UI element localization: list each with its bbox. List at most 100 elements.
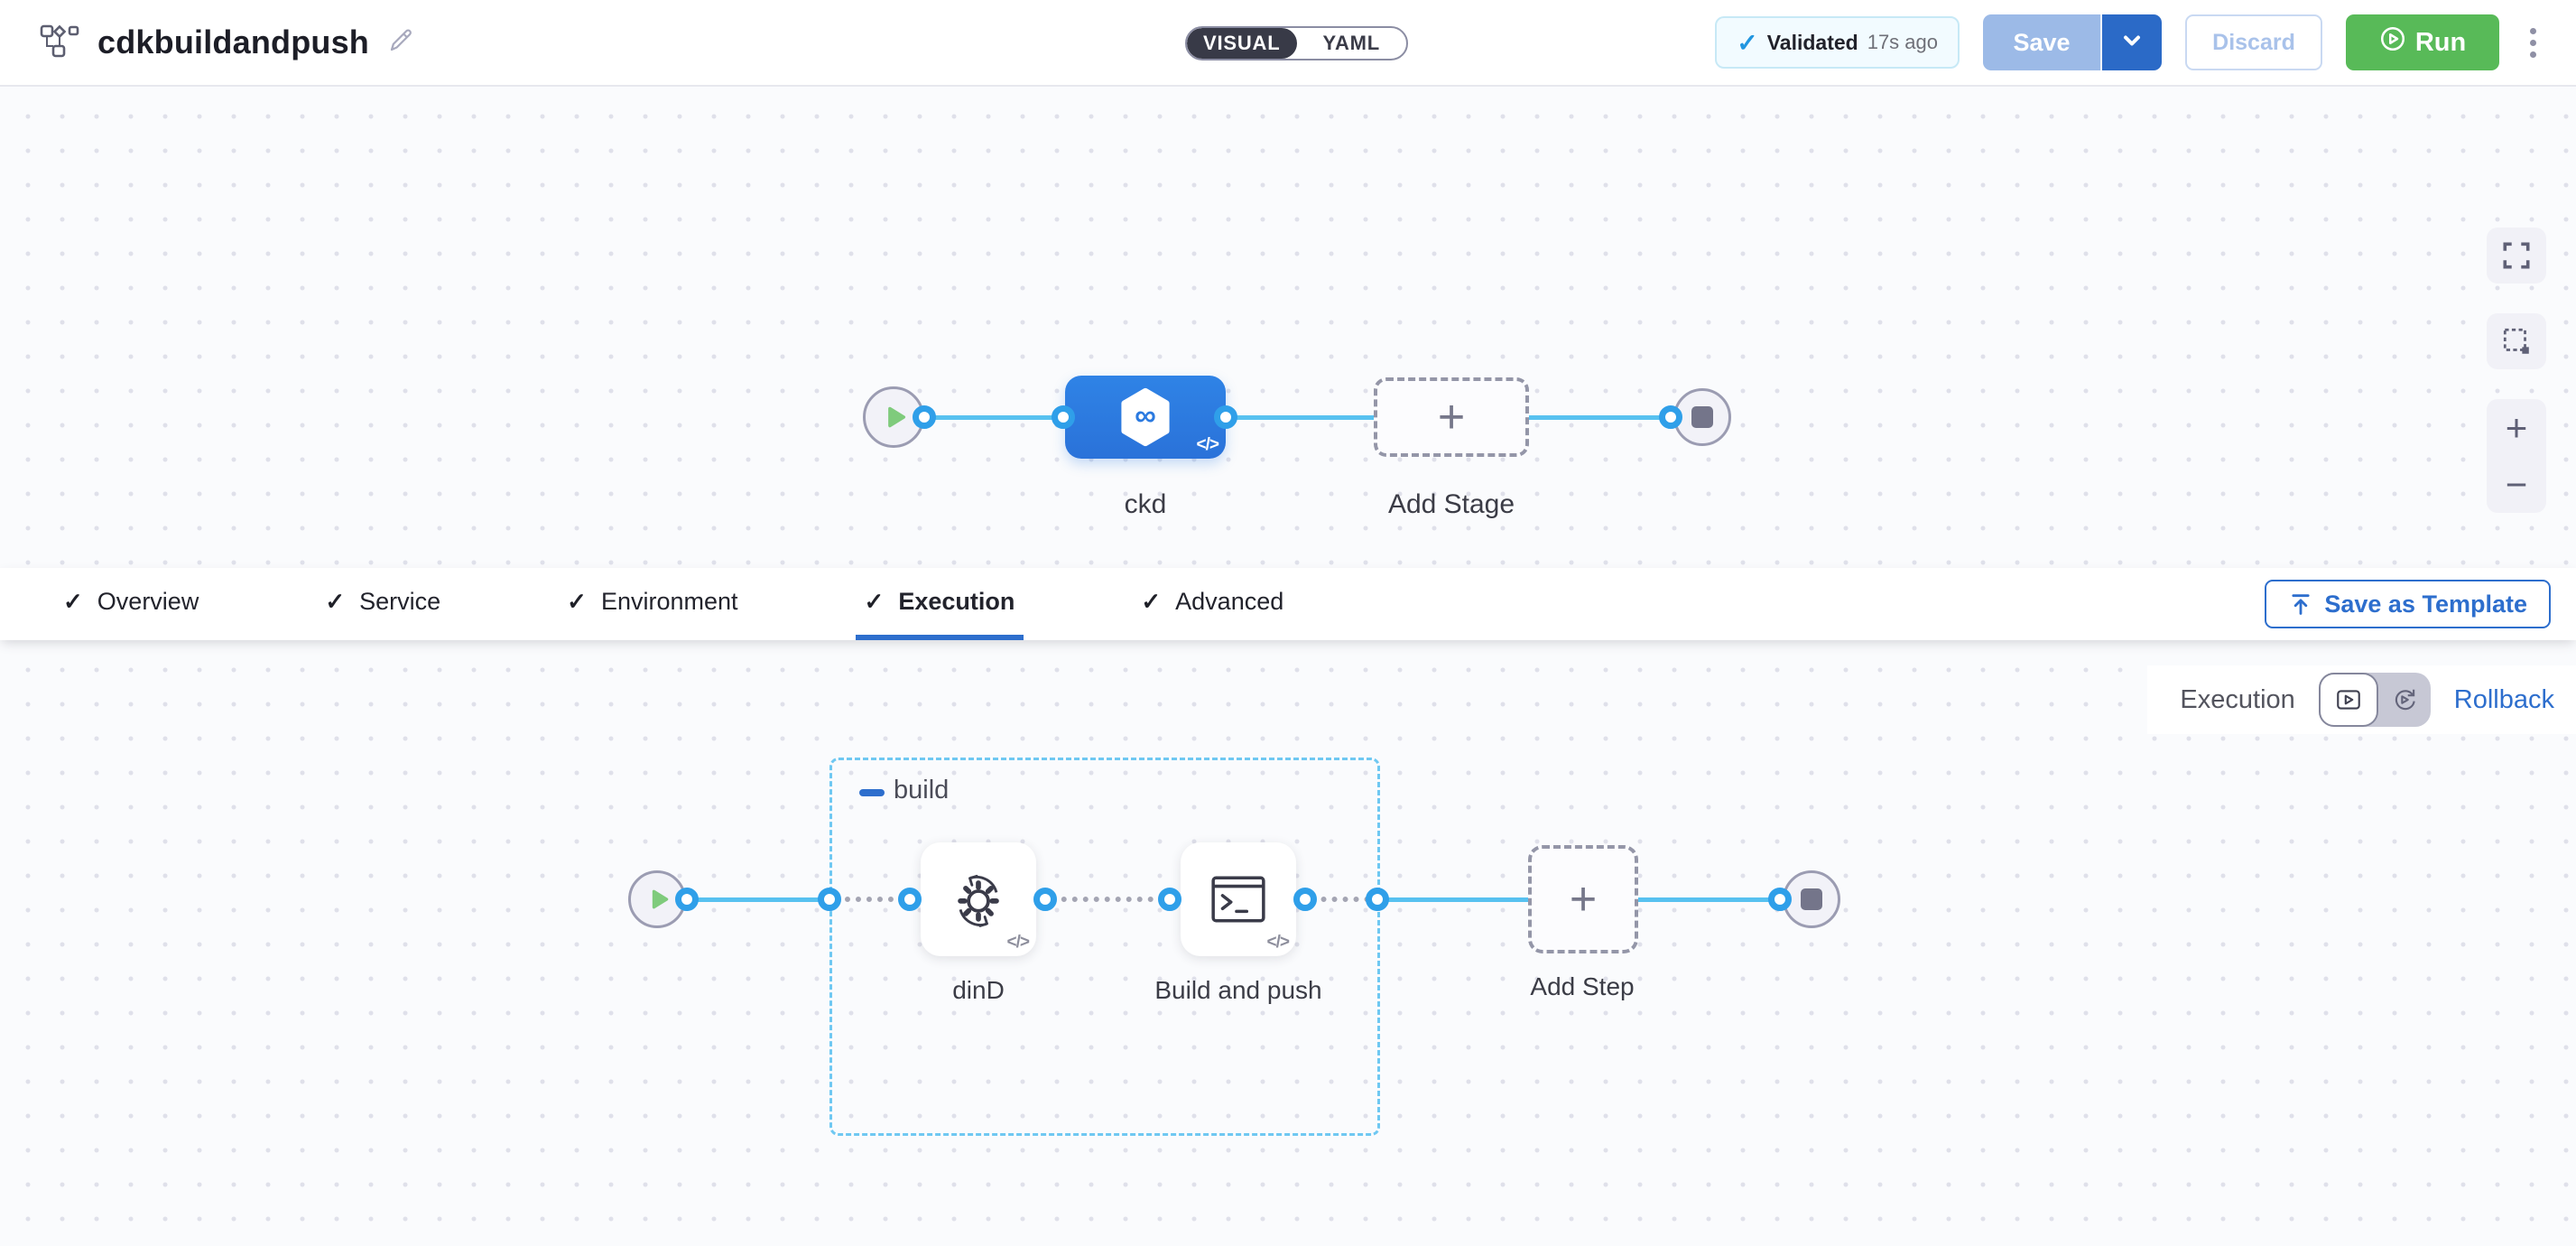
add-step-button[interactable]: + [1528,845,1638,953]
execution-rollback-toggle [2318,673,2431,727]
port[interactable] [1158,888,1181,911]
port[interactable] [1366,888,1389,911]
end-stop-icon [1691,406,1713,428]
check-icon: ✓ [1141,587,1162,615]
stage-canvas[interactable]: ∞ </> + ckd Add Stage + [0,87,2576,568]
port-end-in[interactable] [1659,405,1682,429]
stage-connector-line [924,415,1702,420]
step-node-dind[interactable]: </> [921,842,1036,956]
validated-status: Validated [1766,30,1858,54]
collapse-group-button[interactable] [859,789,885,796]
tab-label: Advanced [1175,587,1284,615]
save-dropdown-button[interactable] [2102,14,2162,70]
port[interactable] [1293,888,1317,911]
gear-sync-icon [958,874,999,927]
rollback-link[interactable]: Rollback [2453,684,2554,714]
fullscreen-icon [2503,242,2530,269]
stage-tabbar: ✓ Overview ✓ Service ✓ Environment ✓ Exe… [0,568,2576,640]
tab-overview[interactable]: ✓ Overview [54,568,208,640]
header-actions: ✓ Validated 17s ago Save Discard [1715,14,2544,70]
run-play-icon [2379,25,2406,60]
execution-view-button[interactable] [2318,673,2378,727]
port[interactable] [675,888,699,911]
add-stage-button[interactable]: + [1374,377,1529,457]
rollback-view-button[interactable] [2378,673,2431,727]
start-play-icon [652,889,668,909]
edit-pencil-icon[interactable] [387,27,414,59]
tab-advanced[interactable]: ✓ Advanced [1132,568,1293,640]
toggle-visual[interactable]: VISUAL [1187,28,1297,59]
check-icon: ✓ [567,587,587,615]
pipeline-flowchart-icon [40,23,79,63]
port-start-out[interactable] [913,405,936,429]
tab-execution[interactable]: ✓ Execution [855,568,1024,640]
stage-node-ckd[interactable]: ∞ </> [1065,376,1226,459]
execution-mode-switcher: Execution Rollback [2147,665,2576,734]
upload-icon [2292,594,2310,615]
plus-icon: + [1437,391,1466,443]
tab-environment[interactable]: ✓ Environment [558,568,746,640]
validated-badge[interactable]: ✓ Validated 17s ago [1715,16,1960,69]
check-icon: ✓ [63,587,83,615]
execution-canvas[interactable]: Execution Rollback [0,640,2576,1246]
discard-button[interactable]: Discard [2185,14,2322,70]
fullscreen-button[interactable] [2487,228,2546,284]
end-stop-icon [1801,888,1822,910]
execution-play-square-icon [2336,690,2360,710]
execution-mode-label: Execution [2180,684,2295,714]
step-label: dinD [952,976,1005,1004]
stage-label: ckd [1124,489,1167,519]
more-options-kebab-icon[interactable] [2523,23,2544,63]
tab-label: Overview [97,587,199,615]
step-label: Build and push [1154,976,1322,1004]
tab-label: Execution [898,587,1015,615]
port-ckd-out[interactable] [1214,405,1237,429]
zoom-out-button[interactable]: − [2505,462,2528,506]
add-stage-label: Add Stage [1387,489,1515,519]
step-code-badge: </> [1006,933,1031,952]
header-bar: cdkbuildandpush VISUAL YAML ✓ Validated … [0,0,2576,87]
port[interactable] [818,888,841,911]
save-split-button: Save [1983,14,2162,70]
chevron-down-icon [2119,28,2145,58]
check-icon: ✓ [325,587,346,615]
toggle-yaml[interactable]: YAML [1322,32,1380,54]
step-code-badge: </> [1266,933,1291,952]
exec-connector-dotted [834,897,1381,902]
port-ckd-in[interactable] [1052,405,1075,429]
marquee-select-icon [2503,328,2529,354]
svg-text:∞: ∞ [1135,398,1156,432]
tab-service[interactable]: ✓ Service [316,568,449,640]
terminal-icon [1211,876,1265,923]
selection-mode-button[interactable] [2487,313,2546,369]
pipeline-title-group: cdkbuildandpush [40,23,414,63]
visual-yaml-toggle: VISUAL YAML [1185,26,1408,60]
rollback-circular-arrow-icon [2395,689,2415,711]
exec-connector-line [686,897,834,902]
stage-code-badge: </> [1196,435,1220,454]
port[interactable] [898,888,922,911]
save-button[interactable]: Save [1983,14,2102,70]
zoom-controls: + − [2487,399,2546,513]
run-button[interactable]: Run [2346,14,2499,70]
validated-check-icon: ✓ [1737,28,1758,57]
group-label: build [894,776,950,804]
zoom-in-button[interactable]: + [2505,405,2528,449]
port[interactable] [1033,888,1057,911]
port[interactable] [1768,888,1792,911]
start-play-icon [887,406,905,428]
execution-end-node [1783,870,1840,928]
step-group-build: build [829,758,1380,1136]
pipeline-end-node [1673,388,1731,446]
tab-label: Service [359,587,441,615]
run-label: Run [2414,27,2467,57]
tab-label: Environment [600,587,738,615]
add-step-label: Add Step [1530,972,1635,1000]
save-as-template-button[interactable]: Save as Template [2265,580,2551,628]
ci-hexagon-icon: ∞ [1121,387,1170,447]
plus-icon: + [1569,873,1598,925]
step-node-build-and-push[interactable]: </> [1181,842,1296,956]
save-as-template-label: Save as Template [2324,590,2527,618]
page-title: cdkbuildandpush [97,23,370,60]
